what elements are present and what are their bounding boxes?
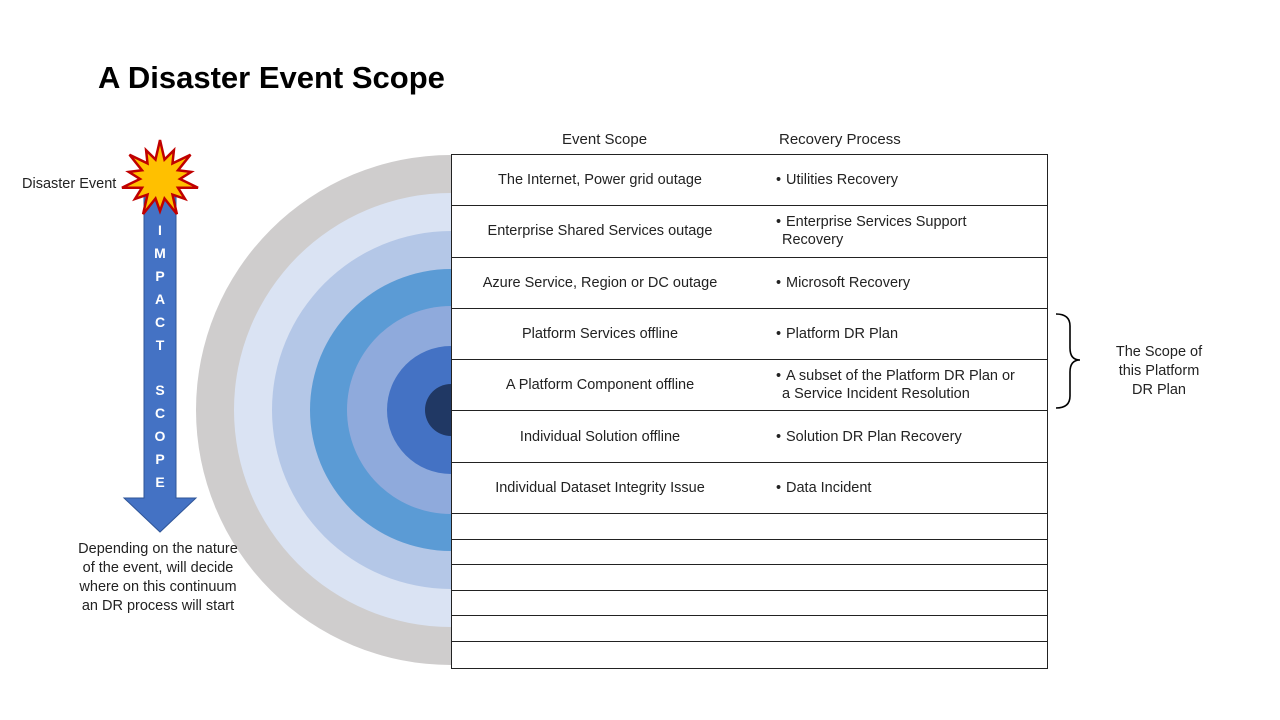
- table-row-empty: [452, 616, 1047, 643]
- impact-note: Depending on the nature of the event, wil…: [58, 540, 258, 616]
- right-brace-icon: [1055, 313, 1081, 409]
- text-line: The Scope of: [1115, 344, 1203, 360]
- recovery-line: •Enterprise Services Support: [776, 214, 967, 231]
- recovery-process-cell: •Solution DR Plan Recovery: [776, 428, 1036, 446]
- text-line: DR Plan: [1132, 382, 1186, 398]
- table-row: Azure Service, Region or DC outage •Micro…: [452, 258, 1047, 309]
- impact-letter: E: [155, 474, 165, 490]
- arc-ring-6: [387, 346, 451, 474]
- recovery-line: •Data Incident: [776, 479, 872, 496]
- table-row-empty: [452, 591, 1047, 617]
- platform-scope-label: The Scope of this Platform DR Plan: [1108, 343, 1210, 400]
- table-row: A Platform Component offline •A subset of…: [452, 360, 1047, 412]
- recovery-line: •Platform DR Plan: [776, 326, 899, 343]
- text-line: of the event, will decide: [82, 560, 234, 576]
- impact-letter: T: [155, 337, 165, 353]
- impact-letter: A: [154, 291, 166, 307]
- recovery-line: a Service Incident Resolution: [782, 386, 970, 403]
- recovery-process-cell: •Platform DR Plan: [776, 325, 1036, 343]
- table-row: The Internet, Power grid outage •Utilitie…: [452, 155, 1047, 207]
- concentric-arcs: [196, 155, 451, 665]
- recovery-process-cell: •Microsoft Recovery: [776, 274, 1036, 292]
- table-row-empty: [452, 642, 1047, 668]
- impact-letter: C: [154, 314, 166, 330]
- event-scope-cell: The Internet, Power grid outage: [498, 172, 702, 189]
- impact-letter: I: [158, 222, 162, 238]
- page-title: A Disaster Event Scope: [98, 60, 445, 95]
- event-scope-cell: Individual Dataset Integrity Issue: [495, 479, 705, 496]
- impact-letter: S: [155, 382, 165, 398]
- disaster-event-label: Disaster Event: [22, 176, 117, 192]
- arc-core: [425, 384, 451, 436]
- recovery-line: •A subset of the Platform DR Plan or: [776, 368, 1015, 385]
- header-event-scope: Event Scope: [562, 131, 648, 148]
- text-line: Depending on the nature: [78, 541, 238, 557]
- impact-letter: P: [155, 268, 165, 284]
- event-scope-cell: A Platform Component offline: [505, 377, 695, 394]
- impact-letter: C: [154, 405, 166, 421]
- table-row-empty: [452, 514, 1047, 540]
- recovery-process-cell: •Utilities Recovery: [776, 171, 1036, 189]
- impact-letter: O: [154, 428, 166, 444]
- event-scope-cell: Enterprise Shared Services outage: [487, 223, 713, 240]
- table-row: Individual Dataset Integrity Issue •Data …: [452, 463, 1047, 515]
- table-row: Enterprise Shared Services outage •Enterp…: [452, 206, 1047, 258]
- recovery-line: •Microsoft Recovery: [776, 274, 911, 291]
- scope-table: The Internet, Power grid outage •Utilitie…: [451, 154, 1048, 669]
- table-row: Platform Services offline •Platform DR Pl…: [452, 309, 1047, 361]
- table-row-empty: [452, 540, 1047, 566]
- text-line: this Platform: [1118, 363, 1200, 379]
- header-recovery-process: Recovery Process: [779, 131, 901, 148]
- impact-letter: P: [155, 451, 165, 467]
- recovery-process-cell: •Data Incident: [776, 479, 1036, 497]
- explosion-icon: [121, 139, 199, 215]
- impact-arrow: [122, 190, 198, 533]
- text-line: an DR process will start: [81, 598, 235, 614]
- recovery-line: Recovery: [782, 232, 844, 249]
- impact-letter: M: [154, 245, 166, 261]
- table-row: Individual Solution offline •Solution DR …: [452, 411, 1047, 463]
- text-line: where on this continuum: [79, 579, 237, 595]
- event-scope-cell: Platform Services offline: [521, 326, 679, 343]
- recovery-line: •Solution DR Plan Recovery: [776, 428, 962, 445]
- event-scope-cell: Azure Service, Region or DC outage: [482, 274, 718, 291]
- event-scope-cell: Individual Solution offline: [519, 428, 681, 445]
- table-row-empty: [452, 565, 1047, 591]
- recovery-line: •Utilities Recovery: [776, 172, 898, 189]
